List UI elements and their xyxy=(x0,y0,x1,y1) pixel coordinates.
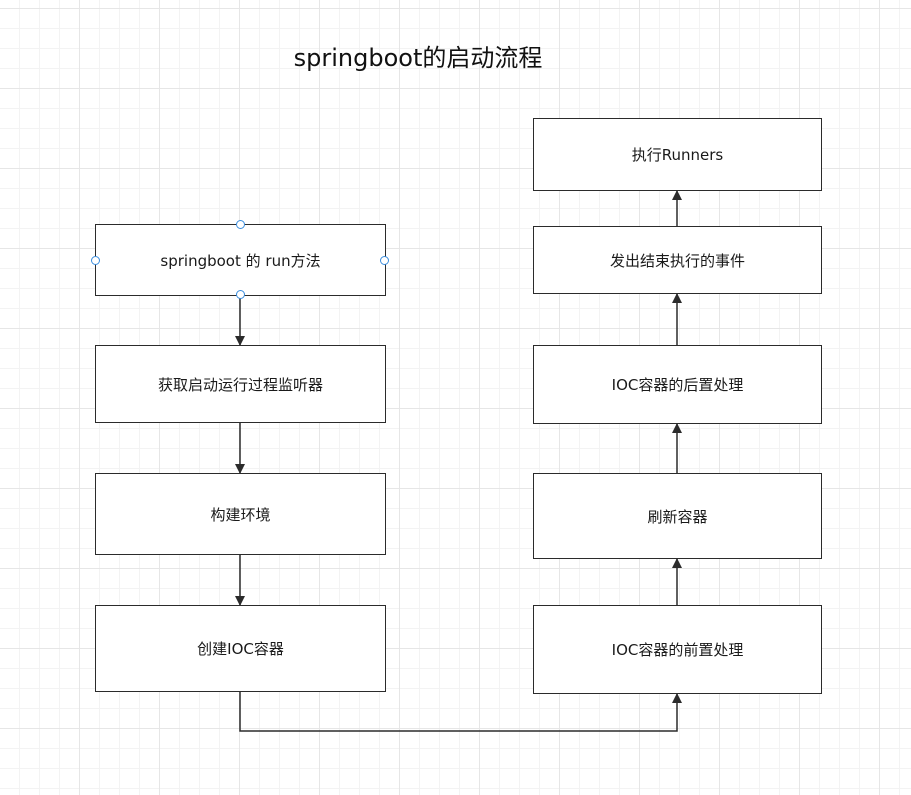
diagram-title: springboot的启动流程 xyxy=(293,44,543,72)
node-get-listeners-label: 获取启动运行过程监听器 xyxy=(157,375,323,394)
node-run-method-label: springboot 的 run方法 xyxy=(160,251,321,270)
selection-handle-top[interactable] xyxy=(236,220,245,229)
node-get-listeners[interactable]: 获取启动运行过程监听器 xyxy=(95,345,386,423)
selection-handle-right[interactable] xyxy=(380,256,389,265)
node-build-env[interactable]: 构建环境 xyxy=(95,473,386,555)
node-runners-label: 执行Runners xyxy=(631,146,724,164)
node-pre-ioc-label: IOC容器的前置处理 xyxy=(611,641,744,659)
node-refresh-label: 刷新容器 xyxy=(647,507,708,526)
node-refresh[interactable]: 刷新容器 xyxy=(533,473,822,559)
node-create-ioc[interactable]: 创建IOC容器 xyxy=(95,605,386,692)
node-run-method[interactable]: springboot 的 run方法 xyxy=(95,224,386,296)
node-runners[interactable]: 执行Runners xyxy=(533,118,822,191)
node-create-ioc-label: 创建IOC容器 xyxy=(197,640,284,658)
edge-create-ioc-pre-ioc[interactable] xyxy=(239,692,682,732)
node-finish-event-label: 发出结束执行的事件 xyxy=(609,251,745,270)
selection-handle-left[interactable] xyxy=(91,256,100,265)
node-pre-ioc[interactable]: IOC容器的前置处理 xyxy=(533,605,822,694)
node-post-ioc[interactable]: IOC容器的后置处理 xyxy=(533,345,822,424)
node-build-env-label: 构建环境 xyxy=(210,505,271,524)
selection-handle-bottom[interactable] xyxy=(236,290,245,299)
node-finish-event[interactable]: 发出结束执行的事件 xyxy=(533,226,822,294)
node-post-ioc-label: IOC容器的后置处理 xyxy=(611,376,744,394)
